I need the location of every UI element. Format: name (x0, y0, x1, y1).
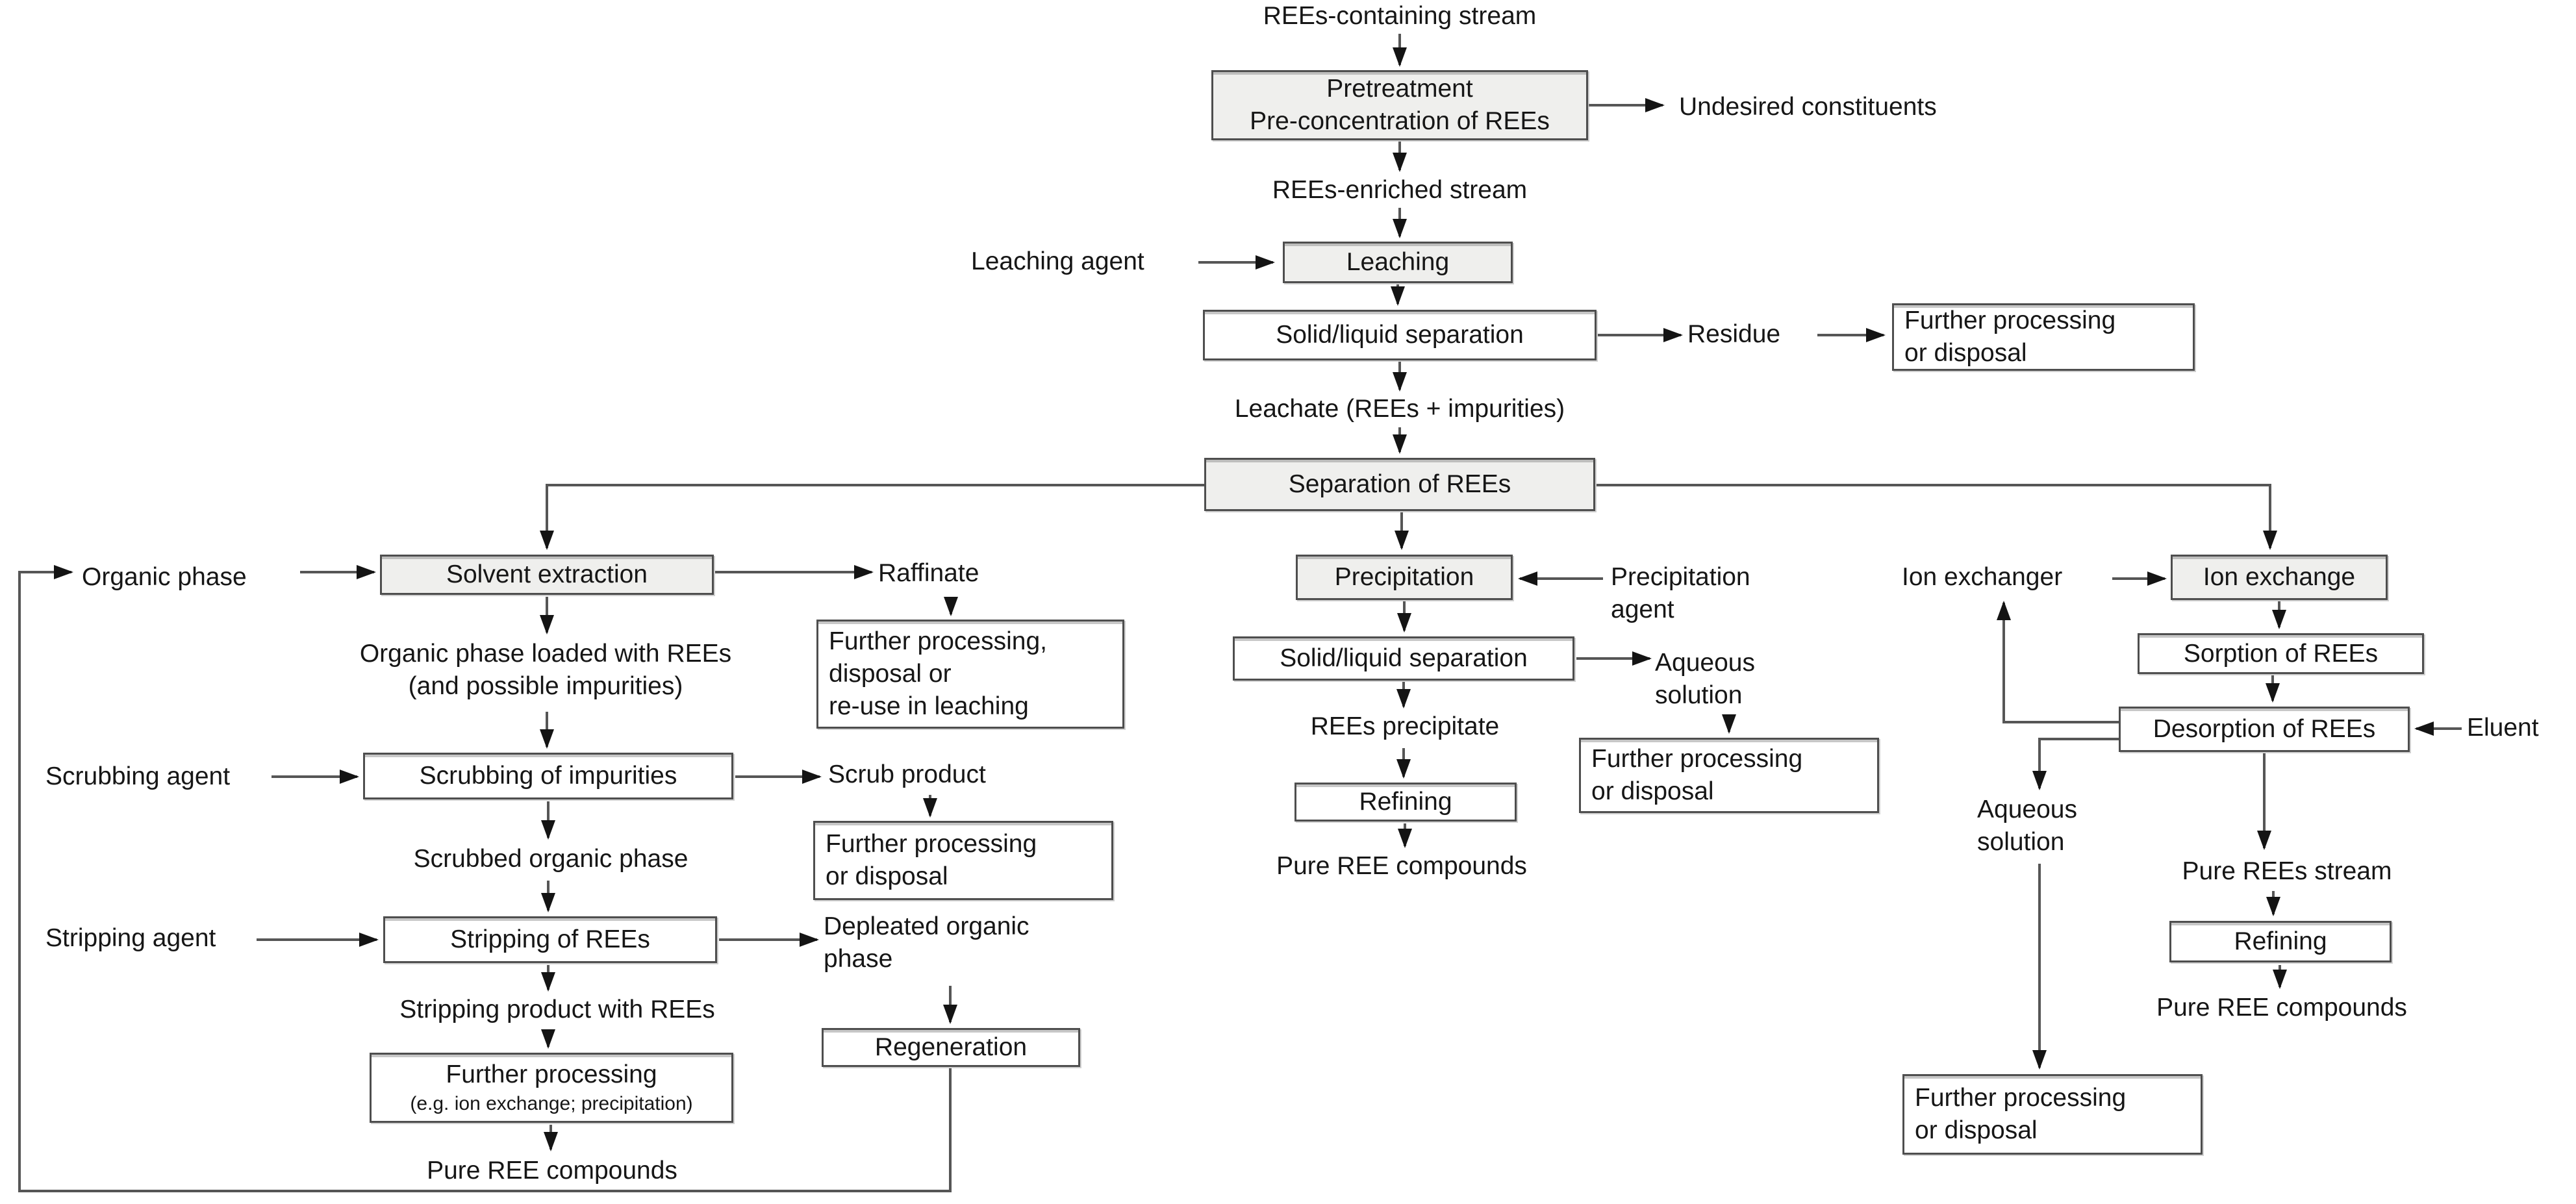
solvent-extraction-box: Solvent extraction (380, 555, 714, 595)
organic-phase-label: Organic phase (82, 563, 247, 591)
pure-ree-compounds-label-left: Pure REE compounds (427, 1157, 677, 1185)
fp6-line1: Further processing (1915, 1084, 2127, 1112)
precip-agent-line1: Precipitation (1611, 563, 1750, 591)
solvent-extraction-label: Solvent extraction (446, 560, 648, 588)
further-processing-or-disposal-box-top: Further processing or disposal (1892, 303, 2195, 371)
aqueous-solution-label-mid: Aqueous solution (1655, 647, 1755, 712)
solid-liquid-separation-label-2: Solid/liquid separation (1280, 644, 1528, 672)
leaching-agent-label: Leaching agent (971, 247, 1144, 275)
scrubbing-agent-label: Scrubbing agent (45, 762, 231, 790)
stripping-label: Stripping of REEs (450, 925, 650, 953)
scrubbing-of-impurities-box: Scrubbing of impurities (363, 753, 733, 799)
leaching-box: Leaching (1283, 242, 1513, 283)
pure-ree-compounds-label-right: Pure REE compounds (2156, 994, 2407, 1022)
fp3-line1: Further processing (826, 830, 1037, 858)
pretreatment-box: Pretreatment Pre-concentration of REEs (1211, 70, 1588, 140)
leachate-label: Leachate (REEs + impurities) (1234, 395, 1565, 423)
fp6-line2: or disposal (1915, 1116, 2038, 1144)
rees-containing-stream-label: REEs-containing stream (1263, 2, 1537, 30)
solid-liquid-separation-label-1: Solid/liquid separation (1276, 321, 1524, 349)
recycle-desorption-to-ion-exchanger (1997, 601, 2119, 723)
stripping-agent-label: Stripping agent (45, 924, 216, 952)
sorption-of-rees-box: Sorption of REEs (2138, 633, 2424, 674)
precipitation-label: Precipitation (1334, 563, 1474, 591)
organic-phase-loaded-label: Organic phase loaded with REEs (and poss… (312, 638, 779, 703)
solid-liquid-separation-box-1: Solid/liquid separation (1203, 310, 1597, 360)
org-loaded-line2: (and possible impurities) (408, 672, 683, 700)
pure-rees-stream-label: Pure REEs stream (2182, 857, 2392, 885)
aqueous-right-line2: solution (1977, 828, 2065, 856)
aqueous-mid-line1: Aqueous (1655, 649, 1755, 677)
regeneration-label: Regeneration (874, 1033, 1028, 1061)
fp4-line2: (e.g. ion exchange; precipitation) (410, 1093, 693, 1114)
scrubbed-organic-phase-label: Scrubbed organic phase (413, 845, 688, 873)
refining-box-right: Refining (2169, 921, 2392, 962)
leaching-label: Leaching (1346, 248, 1450, 276)
further-processing-or-disposal-box-bottom: Further processing or disposal (1902, 1074, 2203, 1155)
fp5-line1: Further processing (1591, 745, 1803, 773)
precip-agent-line2: agent (1611, 596, 1674, 623)
connector-desorption-to-aqueous2 (2032, 738, 2119, 790)
stripping-product-label: Stripping product with REEs (399, 996, 715, 1023)
aqueous-right-line1: Aqueous (1977, 796, 2077, 823)
fp2-line2: disposal or (829, 660, 952, 688)
pretreatment-line2: Pre-concentration of REEs (1250, 107, 1550, 135)
regeneration-box: Regeneration (822, 1028, 1080, 1067)
further-processing-or-disposal-box-mid: Further processing or disposal (1579, 738, 1879, 813)
rees-enriched-stream-label: REEs-enriched stream (1272, 176, 1528, 204)
stripping-of-rees-box: Stripping of REEs (383, 916, 717, 963)
fp1-line1: Further processing (1904, 307, 2116, 334)
scrubbing-label: Scrubbing of impurities (419, 762, 677, 790)
raffinate-label: Raffinate (878, 559, 979, 587)
aqueous-mid-line2: solution (1655, 681, 1743, 709)
separation-of-rees-box: Separation of REEs (1204, 458, 1595, 511)
pure-ree-compounds-label-mid: Pure REE compounds (1276, 852, 1527, 880)
rees-precipitate-label: REEs precipitate (1310, 712, 1500, 740)
fp2-line1: Further processing, (829, 627, 1047, 655)
sorption-label: Sorption of REEs (2183, 639, 2379, 668)
precipitation-box: Precipitation (1296, 555, 1513, 600)
refining-box-mid: Refining (1294, 783, 1517, 821)
depleated-line2: phase (824, 945, 893, 973)
fp3-line2: or disposal (826, 862, 948, 890)
refining-label-right: Refining (2234, 927, 2327, 955)
further-processing-ion-exchange-box: Further processing (e.g. ion exchange; p… (370, 1053, 733, 1123)
feedback-regeneration-to-organic-phase (18, 565, 952, 1192)
undesired-constituents-label: Undesired constituents (1679, 93, 1937, 121)
ion-exchanger-label: Ion exchanger (1902, 563, 2063, 591)
fp4-line1: Further processing (446, 1060, 657, 1088)
precipitation-agent-label: Precipitation agent (1611, 561, 1750, 626)
fp2-line3: re-use in leaching (829, 692, 1029, 720)
further-processing-or-disposal-box-scrub: Further processing or disposal (813, 821, 1113, 900)
refining-label-mid: Refining (1359, 788, 1452, 816)
ion-exchange-box: Ion exchange (2171, 555, 2388, 600)
depleated-organic-phase-label: Depleated organic phase (824, 910, 1029, 975)
fp5-line2: or disposal (1591, 777, 1714, 805)
ion-exchange-label: Ion exchange (2203, 563, 2356, 591)
residue-label: Residue (1687, 320, 1781, 348)
separation-of-rees-label: Separation of REEs (1288, 470, 1511, 498)
scrub-product-label: Scrub product (828, 760, 986, 788)
connector-separation-to-ion-exchange (1597, 484, 2277, 550)
connector-separation-to-solvent-extraction (540, 484, 1204, 550)
desorption-of-rees-box: Desorption of REEs (2119, 707, 2410, 752)
org-loaded-line1: Organic phase loaded with REEs (359, 640, 732, 668)
depleated-line1: Depleated organic (824, 912, 1029, 940)
solid-liquid-separation-box-2: Solid/liquid separation (1233, 636, 1574, 681)
fp1-line2: or disposal (1904, 339, 2027, 367)
pretreatment-line1: Pretreatment (1326, 75, 1473, 103)
eluent-label: Eluent (2467, 714, 2539, 742)
further-processing-reuse-box: Further processing, disposal or re-use i… (816, 620, 1124, 729)
desorption-label: Desorption of REEs (2153, 715, 2376, 743)
aqueous-solution-label-right: Aqueous solution (1977, 794, 2077, 859)
